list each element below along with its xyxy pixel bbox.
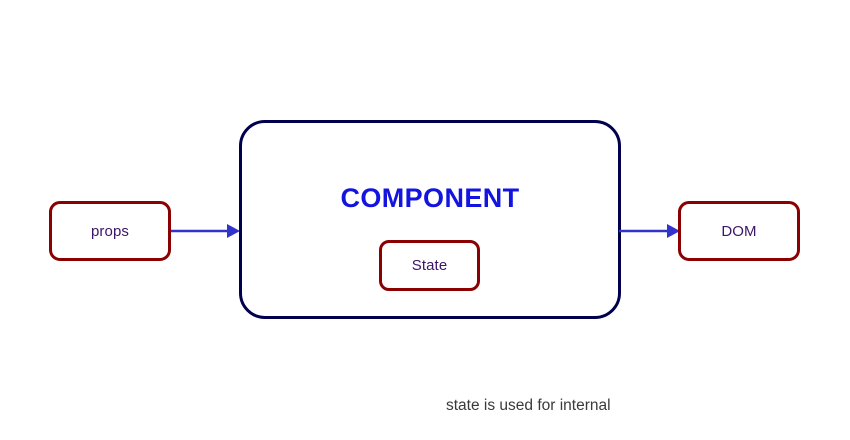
node-component-title: COMPONENT [340, 183, 520, 213]
caption-line-1: state is used for internal [446, 397, 611, 414]
node-dom[interactable]: DOM [678, 201, 800, 261]
arrow-head [667, 224, 680, 238]
diagram-caption: state is used for internal communication… [446, 353, 692, 440]
arrow-component-to-dom [619, 224, 680, 238]
node-props-label: props [90, 222, 130, 240]
node-props[interactable]: props [49, 201, 171, 261]
node-dom-label: DOM [721, 222, 757, 240]
arrow-head [227, 224, 240, 238]
node-state[interactable]: State [379, 240, 480, 291]
arrow-props-to-component [171, 224, 240, 238]
node-state-label: State [411, 257, 448, 274]
